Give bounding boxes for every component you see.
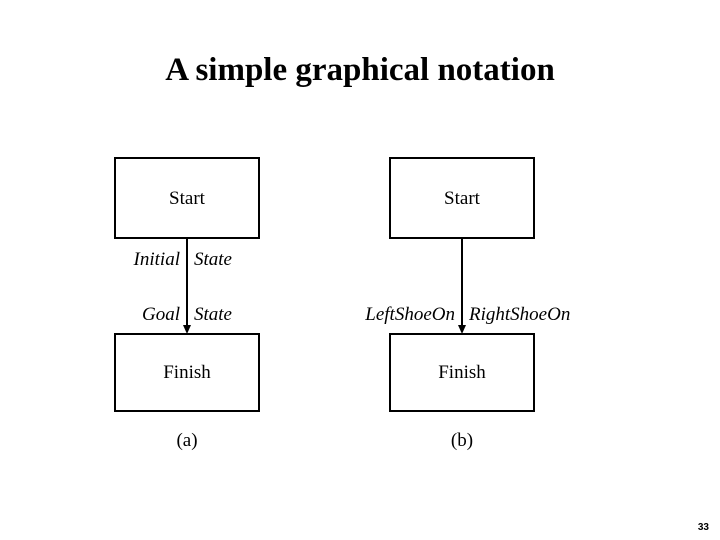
page-title: A simple graphical notation — [165, 52, 555, 88]
page-number: 33 — [697, 522, 709, 533]
node-finish-a-label: Finish — [163, 362, 211, 383]
arrowhead-icon — [183, 325, 191, 334]
figure-a-caption: (a) — [176, 430, 198, 451]
edge-label-row-goal-state: Goal State — [114, 304, 260, 326]
node-finish-b[interactable]: Finish — [389, 333, 535, 412]
node-start-b-label: Start — [444, 187, 480, 209]
node-start-b[interactable]: Start — [389, 157, 535, 239]
edge-label-state-2: State — [194, 304, 232, 325]
node-finish-a[interactable]: Finish — [114, 333, 260, 412]
edge-label-state-1: State — [194, 249, 232, 270]
node-start-a-label: Start — [169, 187, 205, 209]
edge-label-row-initial-state: Initial State — [114, 249, 260, 271]
node-start-a[interactable]: Start — [114, 157, 260, 239]
arrow-line — [186, 239, 188, 327]
edge-label-rightshoeon: RightShoeOn — [469, 304, 571, 325]
edge-label-goal: Goal — [142, 304, 180, 325]
arrow-line — [461, 239, 463, 327]
arrow-start-to-finish-a — [183, 239, 191, 334]
arrowhead-icon — [458, 325, 466, 334]
edge-label-leftshoeon: LeftShoeOn — [365, 304, 455, 325]
figure-b-caption: (b) — [450, 430, 474, 451]
node-finish-b-label: Finish — [438, 362, 486, 383]
edge-label-initial: Initial — [133, 249, 180, 270]
edge-label-row-shoes: LeftShoeOn RightShoeOn — [365, 304, 570, 326]
arrow-start-to-finish-b — [458, 239, 466, 334]
